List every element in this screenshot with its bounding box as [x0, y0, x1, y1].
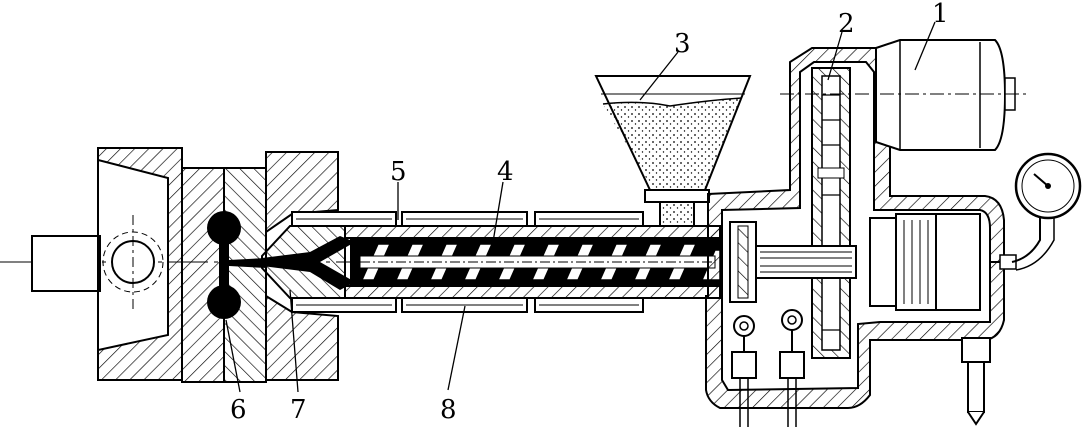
barrel: [344, 225, 721, 299]
barrel-nozzle: [261, 225, 355, 299]
heater-bands-bottom: [291, 297, 644, 313]
leader-lines: [225, 21, 936, 393]
mold-part-6: [181, 167, 267, 383]
piston-assembly: [729, 213, 1017, 311]
mold-shaft: [31, 215, 164, 310]
motor: [780, 39, 1028, 151]
callout-3: 3: [674, 29, 691, 59]
fixed-platen: [265, 151, 339, 381]
hydraulic-valves: [731, 309, 805, 427]
drain-fitting: [961, 337, 991, 426]
callout-4: 4: [497, 157, 514, 187]
callout-7: 7: [290, 395, 307, 425]
screw: [350, 238, 725, 286]
callout-6: 6: [230, 395, 247, 425]
callout-1: 1: [932, 0, 949, 29]
hopper: [594, 75, 752, 227]
callout-5: 5: [390, 157, 407, 187]
pressure-gauge: [1011, 152, 1082, 271]
heater-bands-top: [291, 211, 644, 227]
callout-2: 2: [838, 9, 855, 39]
callout-8: 8: [440, 395, 457, 425]
